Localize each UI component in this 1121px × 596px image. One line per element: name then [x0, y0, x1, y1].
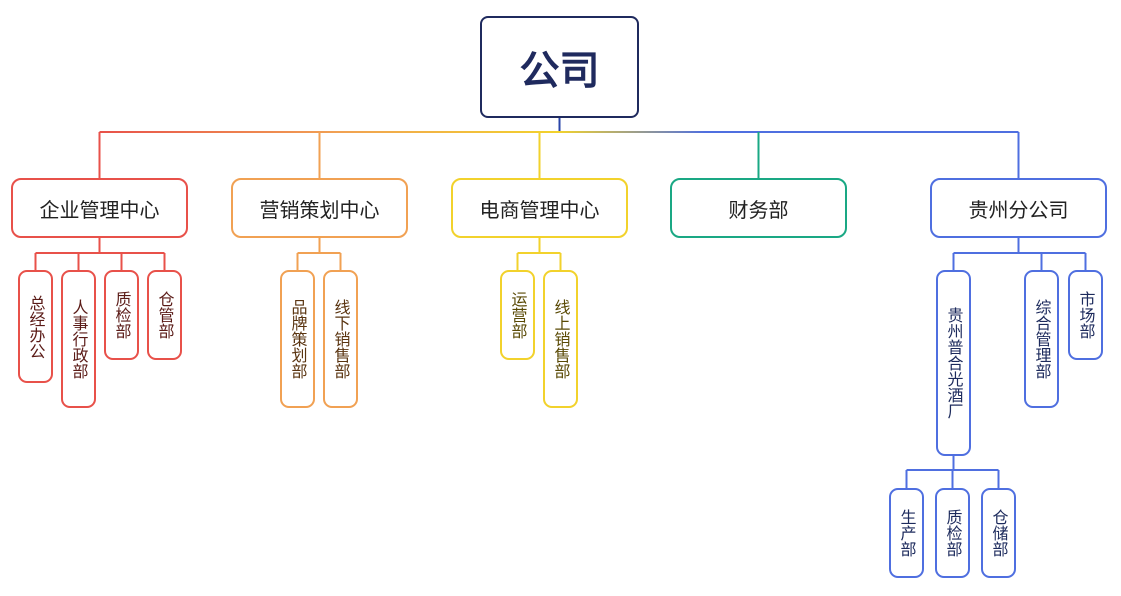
subdept-operations[interactable]: 运营部 [500, 270, 535, 360]
dept-finance[interactable]: 财务部 [670, 178, 847, 238]
unit-quality-inspection[interactable]: 质检部 [935, 488, 970, 578]
subdept-offline-sales[interactable]: 线下销售部 [323, 270, 358, 408]
subdept-online-sales[interactable]: 线上销售部 [543, 270, 578, 408]
subdept-quality-inspection[interactable]: 质检部 [104, 270, 139, 360]
unit-storage[interactable]: 仓储部 [981, 488, 1016, 578]
subdept-guizhou-distillery[interactable]: 贵州普合光酒厂 [936, 270, 971, 456]
org-root-company[interactable]: 公司 [480, 16, 639, 118]
dept-ecommerce-management[interactable]: 电商管理中心 [451, 178, 628, 238]
subdept-general-office[interactable]: 总经办公 [18, 270, 53, 383]
unit-production[interactable]: 生产部 [889, 488, 924, 578]
dept-marketing-planning[interactable]: 营销策划中心 [231, 178, 408, 238]
subdept-general-management[interactable]: 综合管理部 [1024, 270, 1059, 408]
subdept-market[interactable]: 市场部 [1068, 270, 1103, 360]
subdept-warehouse-management[interactable]: 仓管部 [147, 270, 182, 360]
dept-enterprise-management[interactable]: 企业管理中心 [11, 178, 188, 238]
subdept-brand-planning[interactable]: 品牌策划部 [280, 270, 315, 408]
dept-guizhou-branch[interactable]: 贵州分公司 [930, 178, 1107, 238]
subdept-hr-admin[interactable]: 人事行政部 [61, 270, 96, 408]
